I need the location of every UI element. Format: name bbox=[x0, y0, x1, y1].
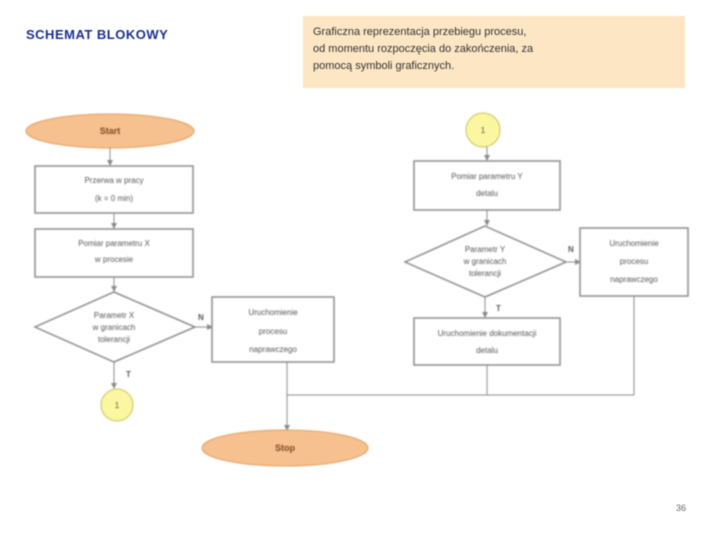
left-no-label: N bbox=[198, 313, 204, 322]
left-decision-line1: Parametr X bbox=[94, 311, 135, 320]
slide-title: SCHEMAT BLOKOWY bbox=[26, 27, 169, 42]
left-side-line3: naprawczego bbox=[249, 345, 297, 354]
left-side-line1: Uruchomienie bbox=[248, 308, 298, 317]
left-connector bbox=[100, 388, 134, 422]
right-decision-line1: Parametr Y bbox=[465, 245, 506, 254]
stop-terminal bbox=[201, 429, 369, 467]
left-process-box-1 bbox=[34, 165, 194, 214]
right-box1-line2: detalu bbox=[476, 189, 498, 198]
right-side-process bbox=[579, 227, 689, 297]
left-process-box-2 bbox=[34, 228, 194, 278]
left-box2-line2: w procesie bbox=[94, 255, 134, 264]
right-box1-line1: Pomiar parametru Y bbox=[451, 172, 523, 181]
left-box1-line2: (k = 0 min) bbox=[95, 194, 133, 203]
callout-line-3: pomocą symboli graficznych. bbox=[313, 60, 455, 72]
right-decision-line2: w granicach bbox=[463, 257, 507, 266]
left-decision-line2: w granicach bbox=[92, 323, 136, 332]
left-side-process bbox=[211, 296, 335, 363]
right-process-box-2 bbox=[413, 317, 561, 366]
start-label: Start bbox=[100, 126, 121, 136]
left-box1-line1: Przerwa w pracy bbox=[84, 176, 143, 185]
left-connector-label: 1 bbox=[115, 401, 120, 410]
left-box2-line1: Pomiar parametru X bbox=[78, 239, 150, 248]
page-number: 36 bbox=[676, 503, 687, 513]
right-decision-line3: tolerancji bbox=[469, 269, 501, 278]
callout-line-1: Graficzna reprezentacja przebiegu proces… bbox=[313, 26, 527, 38]
left-side-line2: procesu bbox=[259, 327, 287, 336]
left-yes-label: T bbox=[126, 370, 131, 379]
right-side-line3: naprawczego bbox=[610, 275, 658, 284]
right-connector bbox=[465, 112, 501, 148]
right-side-line2: procesu bbox=[620, 257, 648, 266]
right-box2-line2: detalu bbox=[476, 346, 498, 355]
left-decision-line3: tolerancji bbox=[98, 335, 130, 344]
right-side-line1: Uruchomienie bbox=[609, 239, 659, 248]
right-no-label: N bbox=[568, 245, 574, 254]
right-process-box-1 bbox=[413, 160, 561, 211]
stop-label: Stop bbox=[275, 443, 295, 453]
callout-line-2: od momentu rozpoczęcia do zakończenia, z… bbox=[313, 43, 534, 55]
right-box2-line1: Uruchomienie dokumentacji bbox=[438, 329, 537, 338]
definition-callout: Graficzna reprezentacja przebiegu proces… bbox=[303, 16, 685, 88]
right-connector-label: 1 bbox=[481, 126, 486, 135]
right-yes-label: T bbox=[496, 304, 501, 313]
